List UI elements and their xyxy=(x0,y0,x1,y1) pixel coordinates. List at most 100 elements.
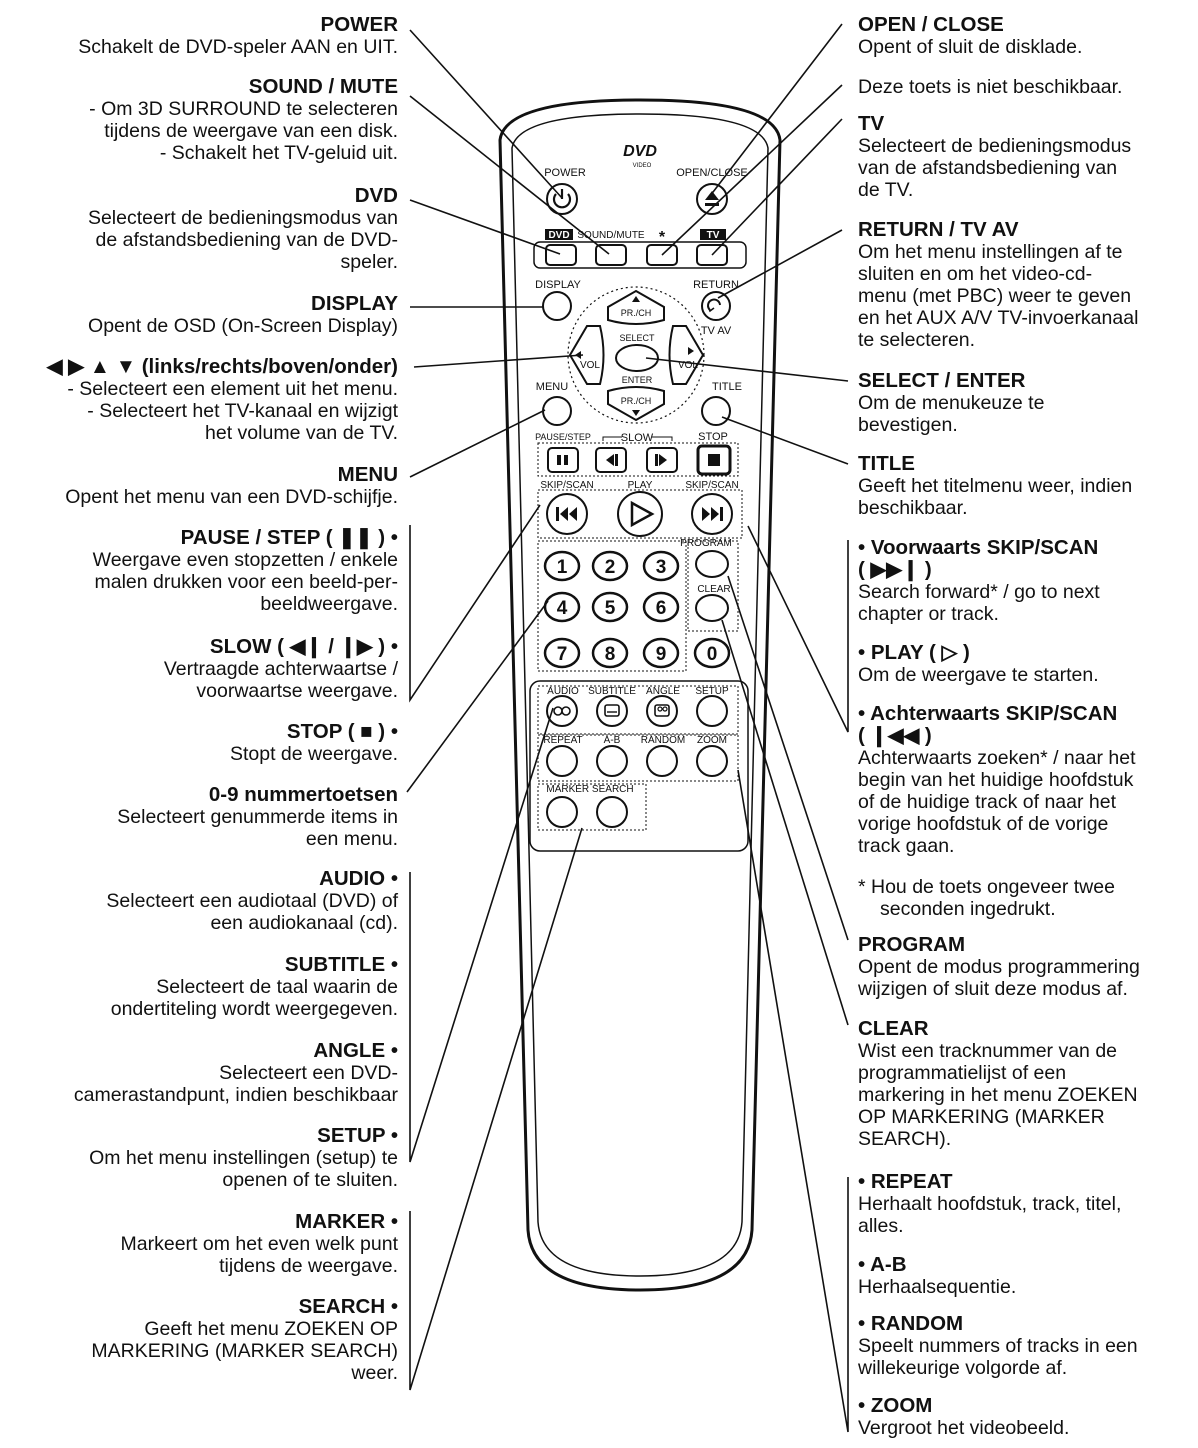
slow-forward-button[interactable] xyxy=(646,447,678,473)
svg-text:9: 9 xyxy=(656,644,667,665)
desc-tv: TV Selecteert de bedieningsmodus van de … xyxy=(858,113,1194,202)
marker-button[interactable] xyxy=(546,796,578,828)
pr-ch-up-button[interactable]: PR./CH xyxy=(607,289,665,325)
slow-back-button[interactable] xyxy=(595,447,627,473)
play-button[interactable] xyxy=(617,491,663,537)
desc-numbers-text: Selecteert genummerde items in een menu. xyxy=(117,806,398,850)
desc-pause-step: PAUSE / STEP ( ❚❚ ) • Weergave even stop… xyxy=(8,526,398,616)
skip-forward-button[interactable] xyxy=(691,493,733,535)
number-frame xyxy=(537,540,687,672)
pause-step-button[interactable] xyxy=(547,447,579,473)
tv-av-label: TV AV xyxy=(701,325,732,337)
desc-note-text: * Hou de toets ongeveer twee seconden in… xyxy=(858,876,1115,920)
desc-power-head: POWER xyxy=(320,13,398,36)
desc-slow-head: SLOW ( ◀❙ / ❙▶ ) • xyxy=(209,635,398,658)
display-button[interactable] xyxy=(542,291,572,321)
vol-right-button[interactable]: VOL xyxy=(668,325,705,385)
repeat-button[interactable] xyxy=(546,745,578,777)
angle-button[interactable] xyxy=(646,695,678,727)
desc-select-enter-text: Om de menukeuze te bevestigen. xyxy=(858,392,1045,436)
skip-frame xyxy=(537,489,743,539)
number-key-4[interactable]: 4 xyxy=(543,591,581,623)
desc-sound-mute: SOUND / MUTE - Om 3D SURROUND te selecte… xyxy=(8,76,398,165)
zoom-button[interactable] xyxy=(696,745,728,777)
vol-right-label: VOL xyxy=(678,360,698,371)
number-key-0[interactable]: 0 xyxy=(693,637,731,669)
stop-button[interactable] xyxy=(696,444,732,476)
return-label: RETURN xyxy=(693,279,739,291)
desc-sound-mute-text: - Om 3D SURROUND te selecteren tijdens d… xyxy=(89,98,398,164)
sound-mute-label: SOUND/MUTE xyxy=(577,230,645,241)
number-key-2[interactable]: 2 xyxy=(591,550,629,582)
remote-body-inner xyxy=(511,113,769,1277)
setup-button[interactable] xyxy=(696,695,728,727)
desc-return-tvav-head: RETURN / TV AV xyxy=(858,218,1019,241)
search-button[interactable] xyxy=(596,796,628,828)
number-key-8[interactable]: 8 xyxy=(591,637,629,669)
title-label: TITLE xyxy=(712,381,742,393)
select-enter-button[interactable] xyxy=(615,344,659,372)
number-key-6[interactable]: 6 xyxy=(642,591,680,623)
dvd-button[interactable] xyxy=(545,244,577,266)
tv-mode-label: TV xyxy=(707,230,720,241)
svg-text:7: 7 xyxy=(557,644,568,665)
pr-ch-down-label: PR./CH xyxy=(621,396,652,406)
desc-select-enter: SELECT / ENTER Om de menukeuze te bevest… xyxy=(858,370,1194,437)
desc-subtitle-text: Selecteert de taal waarin de ondertiteli… xyxy=(110,976,398,1020)
transport-frame xyxy=(537,442,739,477)
desc-marker-text: Markeert om het even welk punt tijdens d… xyxy=(120,1233,398,1277)
select-label: SELECT xyxy=(619,333,655,343)
number-key-7[interactable]: 7 xyxy=(543,637,581,669)
vol-left-label: VOL xyxy=(580,360,600,371)
dvd-label-bg xyxy=(545,229,573,240)
desc-title-text: Geeft het titelmenu weer, indien beschik… xyxy=(858,475,1133,519)
desc-open-close-text: Opent of sluit de disklade. xyxy=(858,36,1083,58)
desc-search: SEARCH • Geeft het menu ZOEKEN OP MARKER… xyxy=(8,1296,398,1385)
desc-arrows-text: - Selecteert een element uit het menu. -… xyxy=(67,378,398,444)
power-button[interactable] xyxy=(546,183,578,215)
clear-button[interactable] xyxy=(695,594,729,622)
subtitle-button[interactable] xyxy=(596,695,628,727)
a-b-button[interactable] xyxy=(596,745,628,777)
open-close-button[interactable] xyxy=(696,183,728,215)
desc-stop-text: Stopt de weergave. xyxy=(229,743,398,765)
dvd-logo: DVD xyxy=(623,143,657,160)
number-key-9[interactable]: 9 xyxy=(642,637,680,669)
number-key-1[interactable]: 1 xyxy=(543,550,581,582)
desc-note: * Hou de toets ongeveer twee seconden in… xyxy=(858,876,1194,920)
desc-angle-head: ANGLE • xyxy=(313,1039,398,1062)
desc-play-head: • PLAY ( ▷ ) xyxy=(858,641,970,664)
enter-label: ENTER xyxy=(622,375,653,385)
desc-pause-step-head: PAUSE / STEP ( ❚❚ ) • xyxy=(180,526,398,549)
desc-audio-text: Selecteert een audiotaal (DVD) of een au… xyxy=(106,890,398,934)
clear-label: CLEAR xyxy=(697,584,730,595)
svg-text:0: 0 xyxy=(707,644,718,665)
power-label: POWER xyxy=(544,167,586,179)
svg-text:4: 4 xyxy=(557,598,568,619)
pause-step-label: PAUSE/STEP xyxy=(535,432,591,442)
skip-back-button[interactable] xyxy=(546,493,588,535)
audio-button[interactable] xyxy=(546,695,578,727)
stop-label: STOP xyxy=(698,431,728,443)
marker-row-frame xyxy=(537,783,647,831)
desc-setup: SETUP • Om het menu instellingen (setup)… xyxy=(8,1125,398,1192)
desc-program: PROGRAM Opent de modus programmering wij… xyxy=(858,934,1194,1001)
desc-repeat-text: Herhaalt hoofdstuk, track, titel, alles. xyxy=(858,1193,1122,1237)
desc-clear-head: CLEAR xyxy=(858,1017,929,1040)
desc-program-text: Opent de modus programmering wijzigen of… xyxy=(858,956,1140,1000)
number-key-5[interactable]: 5 xyxy=(591,591,629,623)
number-key-3[interactable]: 3 xyxy=(642,550,680,582)
random-button[interactable] xyxy=(646,745,678,777)
program-button[interactable] xyxy=(695,550,729,578)
desc-audio: AUDIO • Selecteert een audiotaal (DVD) o… xyxy=(8,868,398,935)
pr-ch-down-button[interactable]: PR./CH xyxy=(607,386,665,422)
desc-dvd: DVD Selecteert de bedieningsmodus van de… xyxy=(8,185,398,274)
audio-row-frame xyxy=(537,685,739,735)
desc-display-text: Opent de OSD (On-Screen Display) xyxy=(88,315,398,337)
setup-label: SETUP xyxy=(695,686,729,697)
desc-title-head: TITLE xyxy=(858,452,915,475)
desc-skip-fwd-head: • Voorwaarts SKIP/SCAN ( ▶▶❙ ) xyxy=(858,536,1099,581)
desc-zoom-head: • ZOOM xyxy=(858,1394,933,1417)
return-button[interactable] xyxy=(701,291,731,321)
